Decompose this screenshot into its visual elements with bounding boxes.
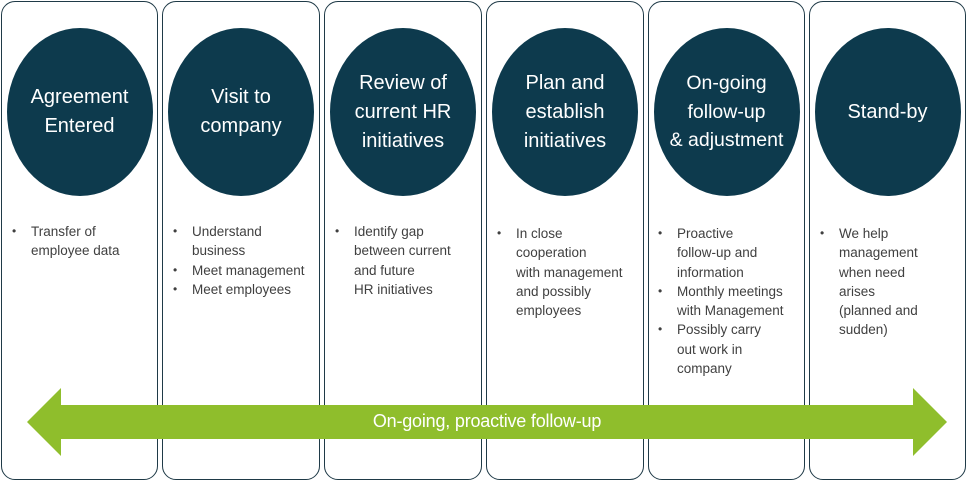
stage-title: Stand-by <box>814 28 961 196</box>
arrow-label: On-going, proactive follow-up <box>372 411 602 431</box>
bullet-item: Identify gap between current and future … <box>333 222 479 299</box>
stage-review-hr-initiatives: Review of current HR initiatives Identif… <box>324 1 482 480</box>
stage-agreement-entered: Agreement Entered Transfer of employee d… <box>1 1 158 480</box>
double-arrow-shape <box>27 388 947 456</box>
stage-title: Visit to company <box>168 28 314 196</box>
bullet-item: Monthly meetings with Management <box>656 282 804 321</box>
stage-bullets: Identify gap between current and future … <box>333 222 479 299</box>
stage-bullets: In close cooperation with management and… <box>495 224 641 320</box>
stage-ongoing-follow-up: On-going follow-up & adjustment Proactiv… <box>648 1 805 480</box>
stage-bullets: Proactive follow-up and information Mont… <box>656 224 804 378</box>
bullet-item: Meet employees <box>171 280 317 300</box>
double-arrow <box>27 388 947 456</box>
bullet-item: Proactive follow-up and information <box>656 224 804 282</box>
stage-plan-and-establish: Plan and establish initiatives In close … <box>486 1 644 480</box>
bullet-item: We help management when need arises (pla… <box>818 224 963 340</box>
bullet-item: Transfer of employee data <box>10 222 155 261</box>
stage-title: On-going follow-up & adjustment <box>653 28 800 196</box>
stage-stand-by: Stand-by We help management when need ar… <box>809 1 966 480</box>
stage-title: Plan and establish initiatives <box>492 28 638 196</box>
stage-title: Review of current HR initiatives <box>330 28 476 196</box>
bullet-item: Meet management <box>171 261 317 281</box>
stage-bullets: We help management when need arises (pla… <box>818 224 963 340</box>
stage-bullets: Transfer of employee data <box>10 222 155 261</box>
stage-bullets: Understand business Meet management Meet… <box>171 222 317 299</box>
stage-title: Agreement Entered <box>6 28 153 196</box>
stage-visit-to-company: Visit to company Understand business Mee… <box>162 1 320 480</box>
bullet-item: In close cooperation with management and… <box>495 224 641 320</box>
bullet-item: Understand business <box>171 222 317 261</box>
bullet-item: Possibly carry out work in company <box>656 320 804 378</box>
